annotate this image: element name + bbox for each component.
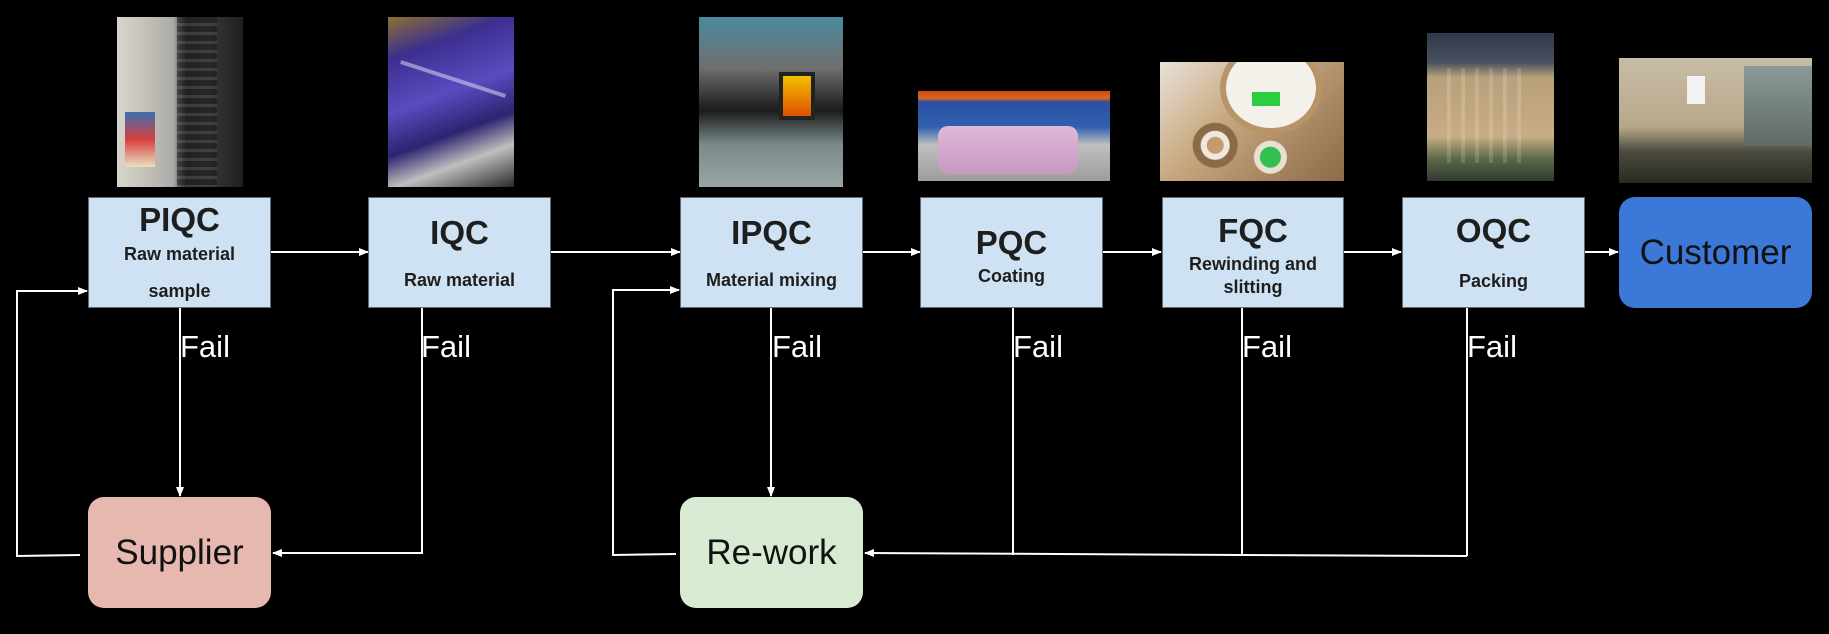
iqc-photo [388,17,514,187]
stage-subtitle: Raw material [403,270,516,290]
ipqc-photo [699,17,843,187]
stage-subtitle: Rewinding and [1189,254,1317,274]
arrow-rework-loop-ipqc [612,286,680,557]
pqc-photo [918,91,1110,181]
stage-subtitle: sample [148,281,211,301]
fail-label-ipqc: Fail [772,329,822,364]
piqc-photo [117,17,243,187]
customer-photo [1619,58,1812,183]
stage-title: PIQC [139,201,220,238]
stage-title: IPQC [731,214,812,251]
stage-fqc[interactable]: FQC Rewinding and slitting [1162,197,1344,308]
fail-label-piqc: Fail [180,329,230,364]
stage-title: IQC [430,214,489,251]
stage-subtitle: Material mixing [705,270,838,290]
oqc-photo [1427,33,1554,181]
arrow-supplier-loop-piqc [16,287,88,558]
fail-label-iqc: Fail [421,329,471,364]
stage-iqc[interactable]: IQC Raw material [368,197,551,308]
arrow-iqc-fail-supplier [272,308,423,557]
stage-title: PQC [975,224,1048,261]
stage-pqc[interactable]: PQC Coating [920,197,1103,308]
stage-title: FQC [1218,212,1288,249]
supplier-box[interactable]: Supplier [88,497,271,608]
fail-label-fqc: Fail [1242,329,1292,364]
rework-box[interactable]: Re-work [680,497,863,608]
stage-subtitle: slitting [1223,277,1283,297]
stage-piqc[interactable]: PIQC Raw material sample [88,197,271,308]
fail-label-oqc: Fail [1467,329,1517,364]
stage-oqc[interactable]: OQC Packing [1402,197,1585,308]
stage-subtitle: Coating [978,266,1045,286]
fail-label-pqc: Fail [1013,329,1063,364]
stage-subtitle: Packing [1458,271,1529,291]
stage-ipqc[interactable]: IPQC Material mixing [680,197,863,308]
customer-box[interactable]: Customer [1619,197,1812,308]
stage-title: OQC [1455,212,1532,249]
stage-subtitle: Raw material [123,244,236,264]
fqc-photo [1160,62,1344,181]
arrow-fail-rework [864,549,1468,558]
